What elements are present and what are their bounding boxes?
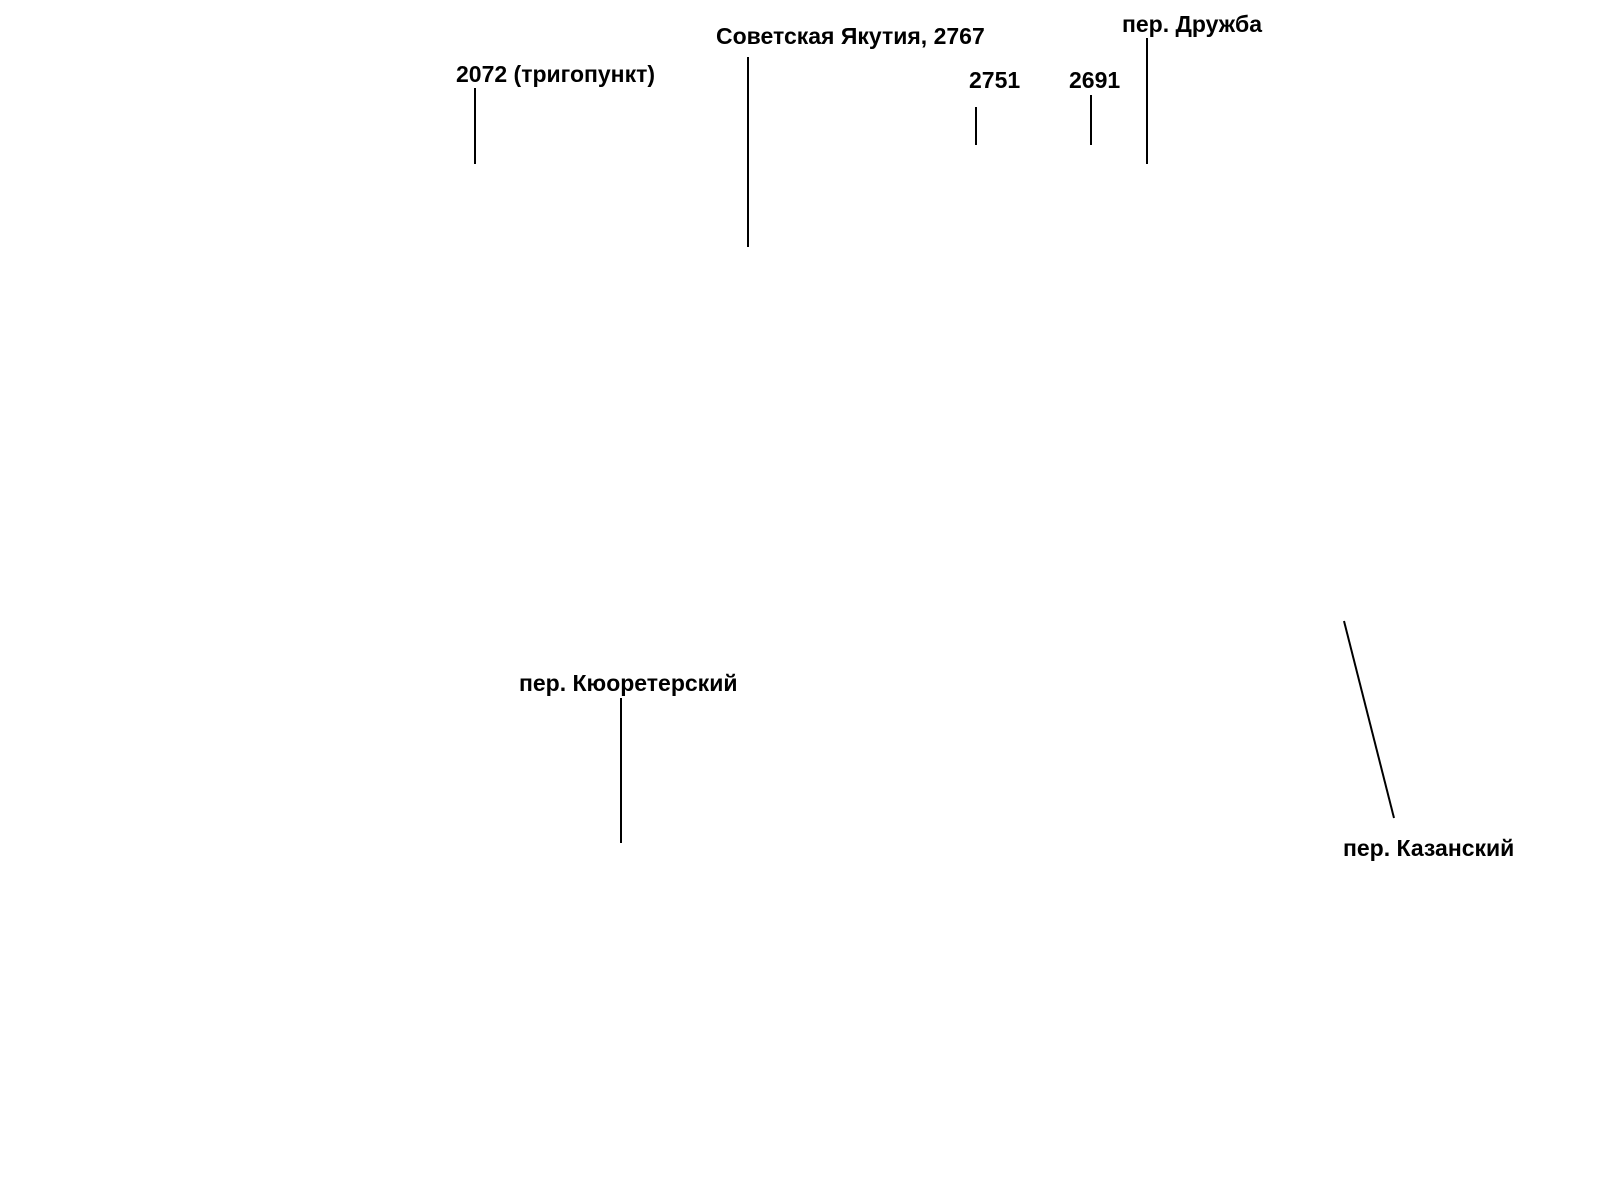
label-peak-2691: 2691 [1069,67,1121,93]
label-per-kazanskiy: пер. Казанский [1343,835,1515,861]
label-sovetskaya-yakutiya: Советская Якутия, 2767 [716,23,985,49]
label-per-kyuyureterskiy: пер. Кюоретерский [519,670,738,696]
label-per-druzhba: пер. Дружба [1122,11,1263,37]
label-trigopunkt-2072: 2072 (тригопункт) [456,61,656,87]
leader-line-per-kazanskiy [1343,620,1395,819]
label-peak-2751: 2751 [969,67,1021,93]
